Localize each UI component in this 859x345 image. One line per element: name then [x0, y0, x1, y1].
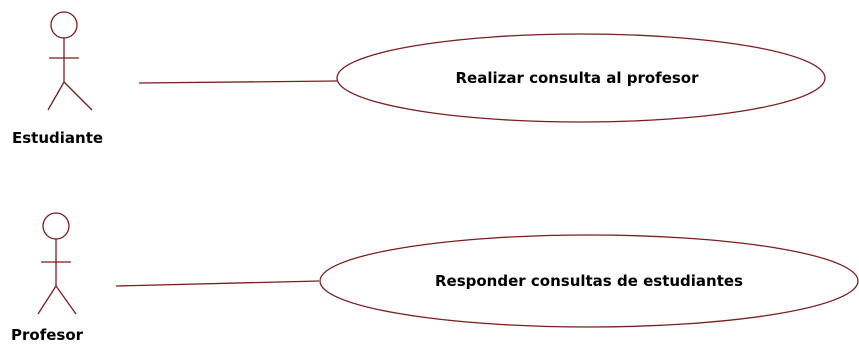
actor-left-leg	[47, 81, 65, 111]
use-case-label: Realizar consulta al profesor	[456, 69, 700, 87]
actor-estudiante: Estudiante	[12, 11, 103, 147]
actor-head	[42, 212, 70, 240]
actor-label: Profesor	[11, 326, 84, 344]
use-case-realizar-consulta: Realizar consulta al profesor	[336, 33, 826, 123]
actor-label: Estudiante	[12, 129, 103, 147]
use-case-ellipse	[319, 234, 859, 328]
use-case-label: Responder consultas de estudiantes	[435, 272, 743, 290]
use-case-responder-consultas: Responder consultas de estudiantes	[319, 234, 859, 328]
actor-right-leg	[55, 285, 77, 315]
actor-profesor: Profesor	[11, 212, 84, 344]
association-line	[138, 80, 338, 84]
use-case-ellipse	[336, 33, 826, 123]
actor-right-leg	[63, 81, 93, 111]
actor-left-leg	[37, 285, 57, 315]
actor-head	[50, 11, 78, 39]
association-line	[115, 280, 320, 287]
